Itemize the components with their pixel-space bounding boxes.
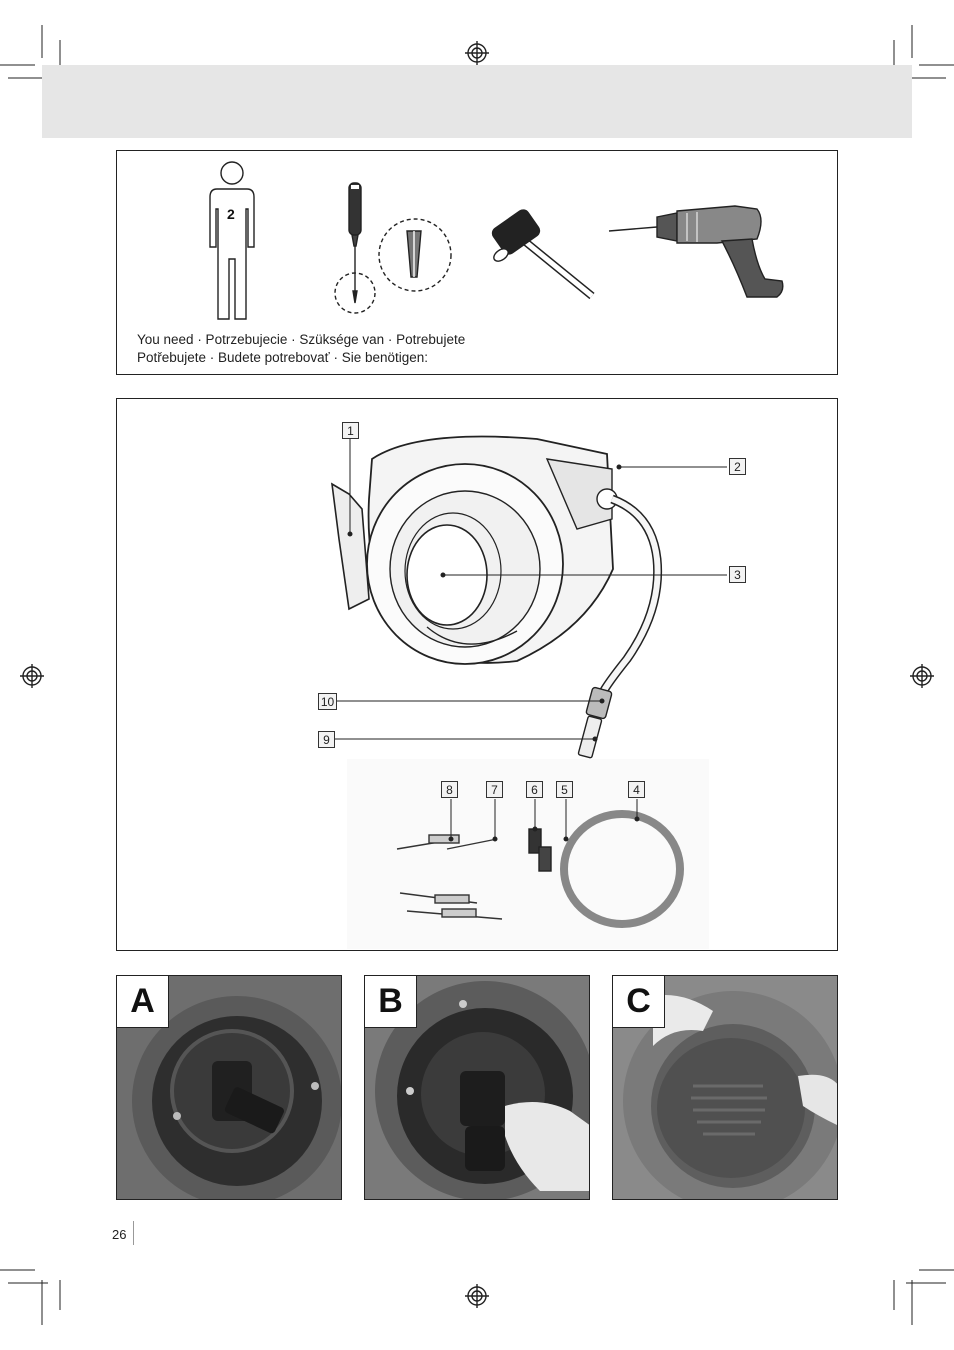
page-number-divider (133, 1221, 134, 1245)
callout-10: 10 (318, 693, 337, 710)
callout-3: 3 (729, 566, 746, 583)
page-number: 26 (112, 1227, 127, 1242)
you-need-line-2: Potřebujete · Budete potrebovať · Sie be… (137, 350, 429, 365)
spray-nozzle (577, 715, 603, 759)
photo-a-label: A (117, 976, 169, 1028)
wall-plugs-and-screws (396, 834, 503, 920)
tools-illustrations: 2 (209, 161, 784, 320)
photo-b-image (365, 976, 589, 1199)
connection-hose-coil (560, 810, 684, 928)
callout-8: 8 (441, 781, 458, 798)
hose-connector (585, 686, 613, 720)
callout-2: 2 (729, 458, 746, 475)
parts-overview-panel: 1 2 3 10 9 8 7 6 5 4 (116, 398, 838, 951)
photo-c-label: C (613, 976, 665, 1028)
callout-6: 6 (526, 781, 543, 798)
callout-1: 1 (342, 422, 359, 439)
you-need-line-1: You need · Potrzebujecie · Szüksége van … (137, 332, 466, 347)
photo-step-c: C (612, 975, 838, 1200)
mallet-icon (491, 209, 595, 300)
hose-reel-illustration (331, 435, 727, 949)
header-band (42, 65, 912, 138)
wall-bracket (331, 482, 370, 611)
photo-c-image (613, 976, 837, 1199)
callout-9: 9 (318, 731, 335, 748)
callout-5: 5 (556, 781, 573, 798)
photo-b-label: B (365, 976, 417, 1028)
person-icon (209, 161, 255, 320)
you-need-caption: You need · Potrzebujecie · Szüksége van … (137, 331, 465, 367)
photo-step-a: A (116, 975, 342, 1200)
callout-4: 4 (628, 781, 645, 798)
registration-target-icon (465, 41, 489, 65)
person-count: 2 (227, 206, 235, 222)
drill-icon (608, 205, 784, 298)
callout-7: 7 (486, 781, 503, 798)
photo-step-b: B (364, 975, 590, 1200)
tools-required-panel: 2 You need · Potrze (116, 150, 838, 375)
screwdriver-icon (334, 182, 452, 314)
